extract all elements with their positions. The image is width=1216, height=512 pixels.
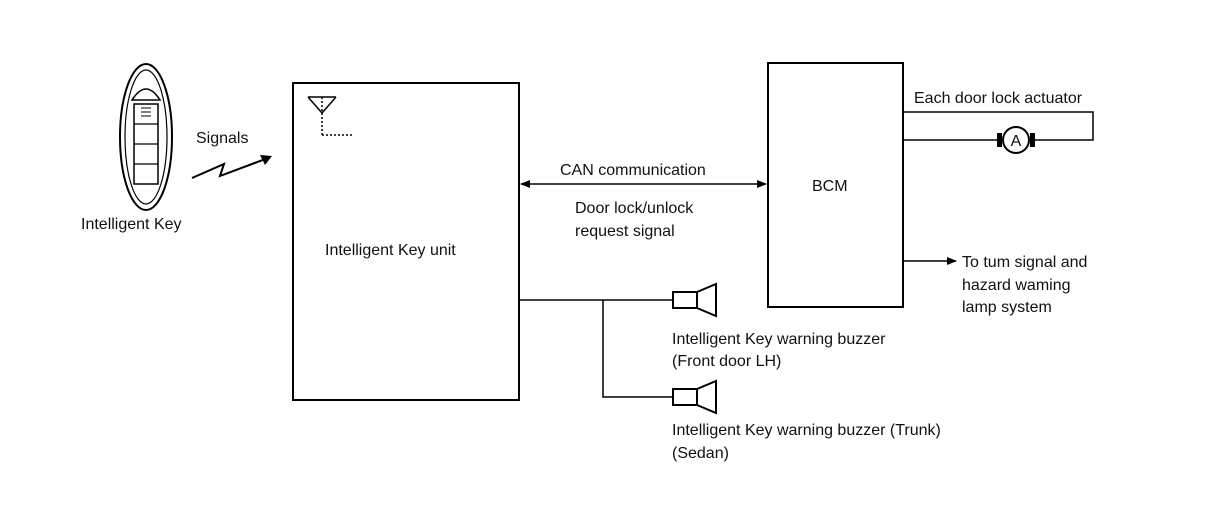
turn-signal-label-line3: lamp system (962, 299, 1052, 316)
signal-lightning-arrow (191, 155, 272, 179)
turn-signal-label-line1: To tum signal and (962, 254, 1087, 271)
door-request-label-line2: request signal (575, 223, 675, 240)
bcm-box (767, 62, 904, 308)
intelligent-key-fob-icon (119, 63, 173, 211)
motor-symbol-label: A (1011, 133, 1022, 150)
buzzer-front-icon (672, 282, 717, 318)
buzzer-wire-trunk (602, 300, 672, 398)
motor-icon (997, 126, 1035, 154)
door-request-label-line1: Door lock/unlock (575, 200, 694, 217)
actuator-wire-top (903, 111, 1094, 141)
intelligent-key-label: Intelligent Key (81, 216, 182, 233)
key-unit-label: Intelligent Key unit (325, 242, 456, 259)
bcm-label: BCM (812, 178, 848, 195)
buzzer-trunk-icon (672, 379, 717, 415)
buzzer-trunk-label-line1: Intelligent Key warning buzzer (Trunk) (672, 422, 941, 439)
turn-signal-label-line2: hazard waming (962, 277, 1071, 294)
buzzer-front-label-line2: (Front door LH) (672, 353, 781, 370)
can-communication-label: CAN communication (560, 162, 706, 179)
door-actuator-label: Each door lock actuator (914, 90, 1083, 107)
buzzer-trunk-label-line2: (Sedan) (672, 445, 729, 462)
antenna-icon (307, 96, 352, 136)
buzzer-front-label-line1: Intelligent Key warning buzzer (672, 331, 886, 348)
signals-label: Signals (196, 130, 248, 147)
intelligent-key-unit-box (292, 82, 520, 401)
